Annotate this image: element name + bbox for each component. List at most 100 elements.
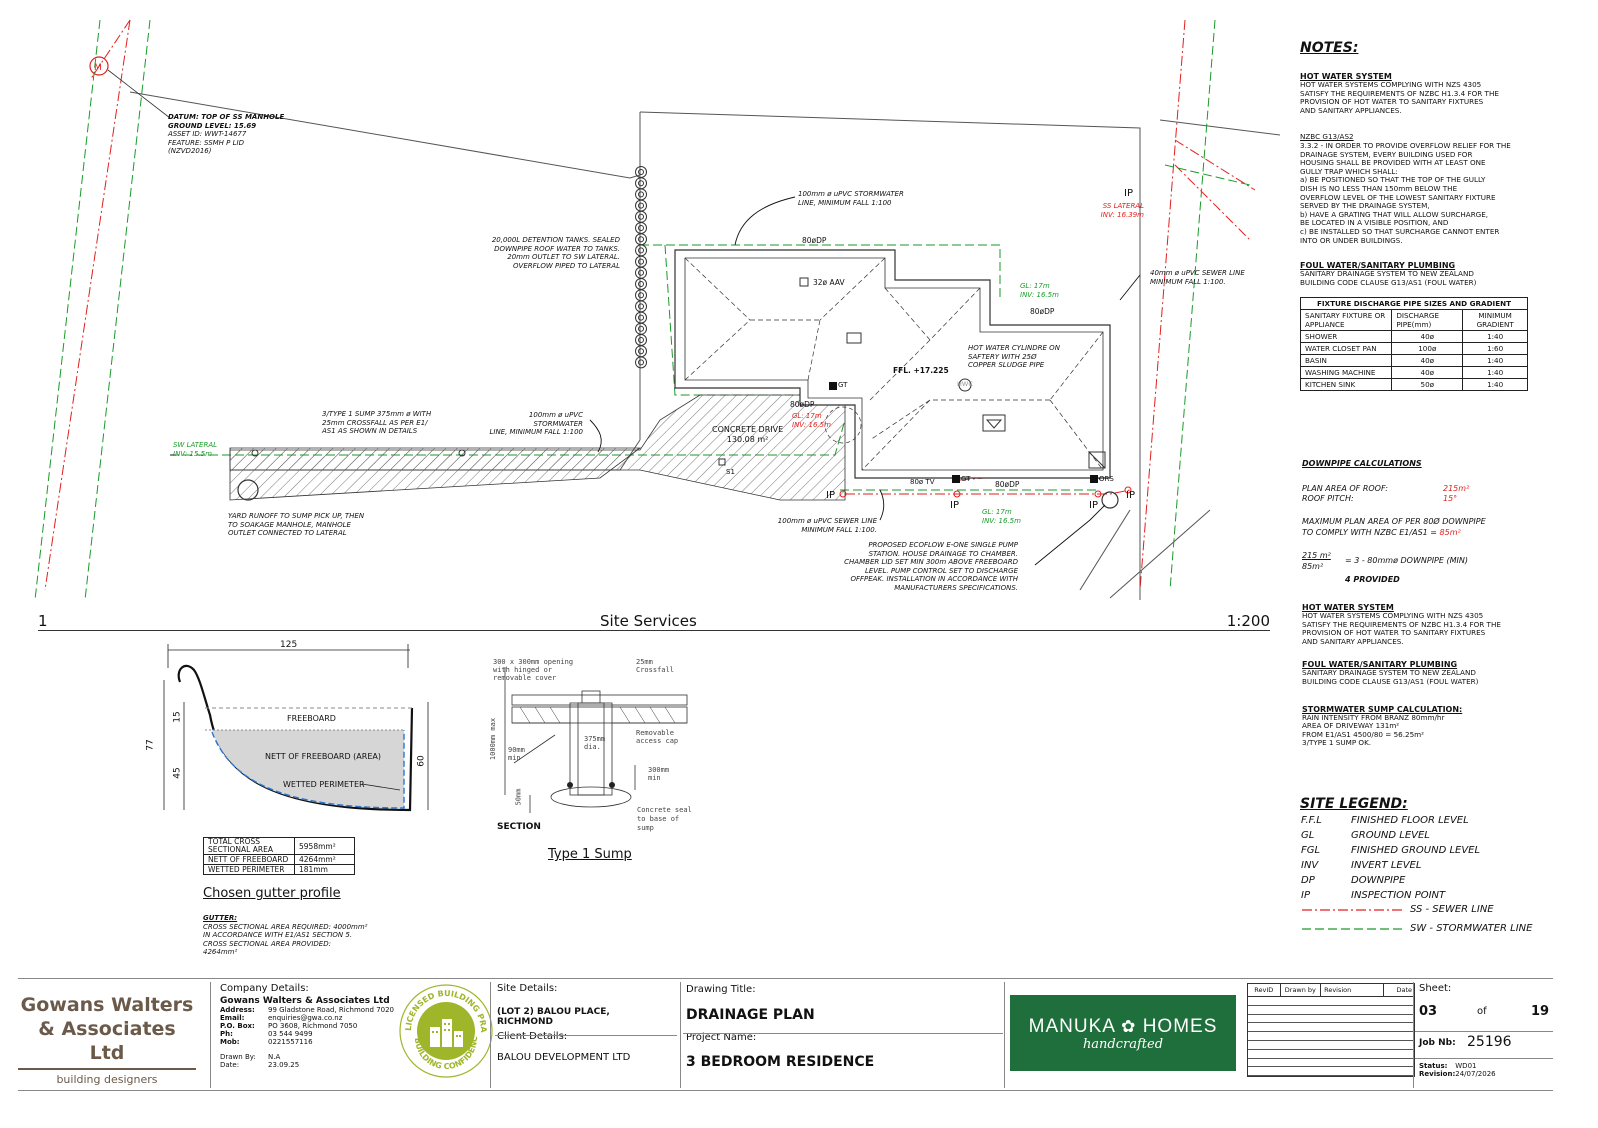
rev-header-cell: Drawn by (1281, 984, 1322, 996)
ss-pipe-line: 40mm ø uPVC SEWER LINE (1150, 269, 1245, 277)
legend-ss: SS - SEWER LINE (1410, 904, 1494, 915)
drawing-details: Drawing Title: DRAINAGE PLAN Project Nam… (686, 984, 986, 1070)
note-line: HOT WATER SYSTEMS COMPLYING WITH NZS 430… (1300, 80, 1482, 89)
revision-row (1248, 1023, 1414, 1033)
detention-tank (635, 345, 647, 358)
detention-tank-inner (638, 258, 644, 265)
dp-area-label: PLAN AREA OF ROOF: (1302, 484, 1388, 493)
table-cell: 40ø (1391, 366, 1464, 380)
table-cell: 0221557116 (268, 1038, 313, 1046)
ip-label: IP (1089, 500, 1098, 511)
detention-tank (635, 278, 647, 290)
drive-area: 130.08 m² (726, 435, 769, 444)
table-row: P.O. Box:PO 3608, Richmond 7050 (220, 1022, 394, 1030)
gutter-note-line: CROSS SECTIONAL AREA PROVIDED: (203, 939, 331, 948)
detention-tank-inner (638, 325, 644, 332)
sump-section-drawing (504, 667, 688, 813)
datum-note: DATUM: TOP OF SS MANHOLE GROUND LEVEL: 1… (168, 113, 284, 156)
detention-tank (635, 222, 647, 234)
dp-provided: 4 PROVIDED (1345, 575, 1400, 584)
table-cell: 1:60 (1462, 342, 1528, 356)
foul-heading: FOUL WATER/SANITARY PLUMBING (1300, 261, 1456, 271)
note-line: 3.3.2 - IN ORDER TO PROVIDE OVERFLOW REL… (1300, 140, 1511, 150)
sump-opening-note: 300 x 300mm opening with hinged or remov… (493, 658, 573, 682)
datum-asset: ASSET ID: WWT-14677 (168, 130, 247, 138)
table-cell: WETTED PERIMETER (203, 864, 295, 875)
sump-line: 300 x 300mm opening (493, 658, 574, 666)
house-roof (674, 249, 1111, 479)
gutter-note: GUTTER: CROSS SECTIONAL AREA REQUIRED: 4… (203, 914, 367, 957)
table-cell: 1:40 (1462, 330, 1528, 344)
gt-label: GT (838, 381, 848, 389)
sump-line: Removable (636, 729, 674, 737)
inv-line: INV: 16.5m (792, 420, 831, 429)
legend-abbr: IP (1301, 890, 1310, 901)
soakage-manhole (237, 479, 259, 501)
pump-line: OFFPEAK. INSTALLATION IN ACCORDANCE WITH (850, 575, 1018, 583)
note-line: HOT WATER SYSTEMS COMPLYING WITH NZS 430… (1302, 611, 1484, 620)
detention-tank-inner (638, 348, 644, 355)
table-cell: 1:40 (1462, 354, 1528, 368)
nzbc-body: 3.3.2 - IN ORDER TO PROVIDE OVERFLOW REL… (1300, 140, 1560, 245)
detention-tank (635, 289, 647, 302)
seal-buildings-icon (430, 1019, 463, 1047)
sw-lateral-label: SW LATERAL INV: 15.5m (173, 441, 217, 458)
detention-tank-inner (638, 225, 644, 231)
company-name: Gowans Walters & Associates Ltd (220, 996, 390, 1006)
inv-line: INV: 16.5m (1020, 290, 1059, 299)
revision-row (1248, 1067, 1414, 1077)
plan-title: Site Services (600, 612, 697, 630)
status-table: Status:WD01 Revision:24/07/2026 (1419, 1062, 1496, 1078)
sw-pipe-line: LINE, MINIMUM FALL 1:100 (489, 428, 583, 436)
legend-abbr: DP (1301, 875, 1315, 886)
table-cell: 50ø (1391, 378, 1464, 392)
pump-line: STATION. HOUSE DRAINAGE TO CHAMBER. (868, 549, 1018, 558)
logo-line1: Gowans Walters (20, 994, 194, 1016)
note-line: DISH IS NO LESS THAN 150mm BELOW THE (1300, 183, 1458, 193)
detention-tank (635, 322, 647, 335)
gl-inv-c: GL: 17m INV: 16.5m (982, 508, 1021, 525)
gl-inv-a: GL: 17m INV: 16.5m (1020, 282, 1059, 299)
detention-tanks (635, 166, 647, 369)
table-cell: Ph: (220, 1030, 233, 1038)
note-line: SATISFY THE REQUIREMENTS OF NZBC H1.3.4 … (1302, 619, 1501, 629)
table-cell: P.O. Box: (220, 1022, 255, 1030)
note-line: SANITARY DRAINAGE SYSTEM TO NEW ZEALAND (1302, 668, 1476, 678)
hws-body: HOT WATER SYSTEMS COMPLYING WITH NZS 430… (1300, 80, 1560, 115)
revision-row (1248, 1006, 1414, 1015)
note-line: RAIN INTENSITY FROM BRANZ 80mm/hr (1302, 712, 1445, 722)
site-value: (LOT 2) BALOU PLACE, RICHMOND (497, 1007, 672, 1027)
table-cell: 4264mm² (294, 854, 355, 865)
revision-table: RevID Drawn by Revision Date (1247, 983, 1415, 1077)
table-cell: WASHING MACHINE (1299, 366, 1393, 380)
rev-header-cell: RevID (1248, 984, 1281, 996)
hws2-heading: HOT WATER SYSTEM (1302, 603, 1394, 612)
brand-line: MANUKA ✿ HOMES (1010, 1016, 1236, 1038)
dp-pitch-value: 15° (1443, 494, 1458, 503)
revision-row (1248, 1032, 1414, 1041)
note-line: OVERFLOW LEVEL OF THE LOWEST SANITARY FI… (1300, 192, 1496, 202)
note-line: DRAINAGE SYSTEM, EVERY BUILDING USED FOR (1300, 149, 1473, 159)
sheet-of: of (1477, 1006, 1487, 1017)
ip-label: IP (950, 500, 959, 511)
table-row: Date:23.09.25 (220, 1061, 299, 1069)
s1-label: S1 (726, 468, 735, 476)
site-services-plan: M (34, 19, 1281, 601)
sump-calc-heading: STORMWATER SUMP CALCULATION: (1302, 704, 1463, 714)
table-row: Drawn By:N.A (220, 1053, 299, 1061)
logo-line2: & Associates Ltd (38, 1018, 176, 1064)
note-line: AND SANITARY APPLIANCES. (1300, 105, 1402, 115)
sump-note-line: 25mm CROSSFALL AS PER E1/ (322, 418, 428, 427)
hws-heading: HOT WATER SYSTEM (1300, 72, 1392, 81)
tv-label: 80ø TV (910, 478, 935, 486)
plan-scale: 1:200 (1226, 612, 1270, 630)
job-label: Job Nb: (1419, 1038, 1456, 1048)
note-line: AND SANITARY APPLIANCES. (1302, 636, 1404, 646)
table-cell: enquiries@gwa.co.nz (268, 1014, 343, 1022)
